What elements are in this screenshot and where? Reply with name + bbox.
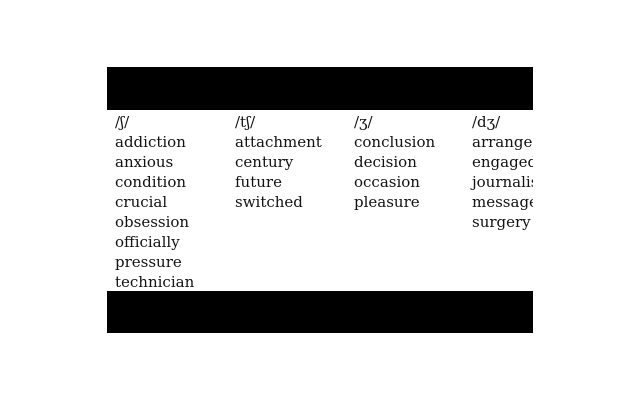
- phoneme-header: /ʒ/: [354, 113, 373, 131]
- phoneme-column-ch: /tʃ/ attachment century future switched: [235, 110, 365, 212]
- letterbox-top: [107, 67, 533, 110]
- word-item: obsession: [115, 213, 190, 231]
- word-item: condition: [115, 173, 187, 191]
- word-item: journalist: [472, 173, 533, 191]
- phoneme-header: /ʃ/: [115, 113, 130, 131]
- word-item: decision: [354, 153, 417, 171]
- word-item: switched: [235, 193, 303, 211]
- phoneme-column-j: /dʒ/ arranged engaged journalist message…: [472, 110, 533, 232]
- phoneme-header: /dʒ/: [472, 113, 501, 131]
- word-item: attachment: [235, 133, 322, 151]
- letterbox-bottom: [107, 291, 533, 333]
- word-item: technician: [115, 273, 195, 291]
- word-item: conclusion: [354, 133, 436, 151]
- video-frame: /ʃ/ addiction anxious condition crucial …: [107, 67, 533, 333]
- word-item: future: [235, 173, 282, 191]
- word-item: engaged: [472, 153, 533, 171]
- word-item: occasion: [354, 173, 420, 191]
- word-item: anxious: [115, 153, 174, 171]
- word-item: addiction: [115, 133, 186, 151]
- word-item: century: [235, 153, 294, 171]
- phoneme-column-zh: /ʒ/ conclusion decision occasion pleasur…: [354, 110, 484, 212]
- word-item: surgery: [472, 213, 531, 231]
- phoneme-header: /tʃ/: [235, 113, 256, 131]
- phoneme-column-sh: /ʃ/ addiction anxious condition crucial …: [115, 110, 245, 292]
- word-item: crucial: [115, 193, 168, 211]
- word-item: pleasure: [354, 193, 420, 211]
- word-item: arranged: [472, 133, 533, 151]
- word-item: pressure: [115, 253, 182, 271]
- word-item: message: [472, 193, 533, 211]
- word-item: officially: [115, 233, 180, 251]
